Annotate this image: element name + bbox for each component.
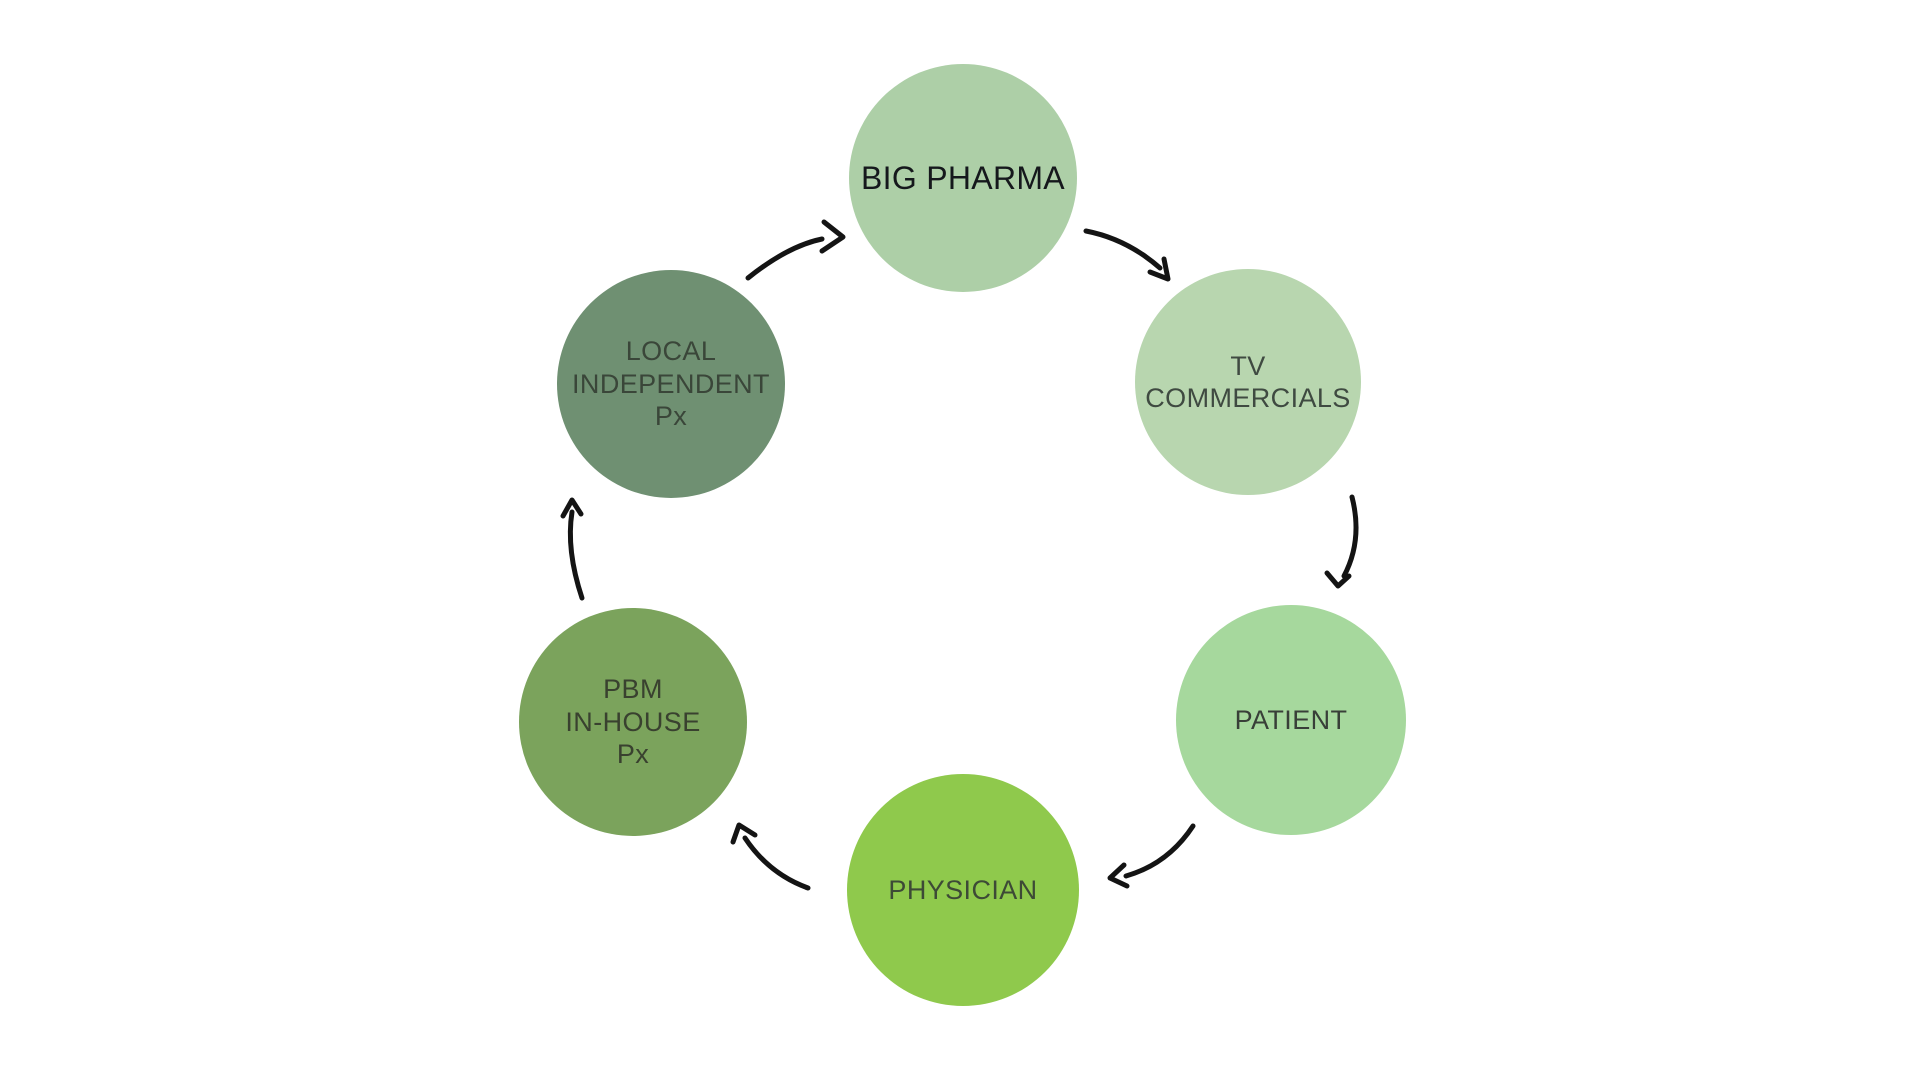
arrow-local-independent-px-to-big-pharma (745, 219, 846, 281)
node-physician-label: PHYSICIAN (888, 874, 1038, 905)
arrow-pbm-in-house-px-to-local-independent-px (560, 497, 585, 601)
node-patient: PATIENT (1176, 605, 1406, 835)
arrow-big-pharma-to-tv-commercials (1083, 228, 1171, 282)
node-big-pharma: BIG PHARMA (849, 64, 1077, 292)
node-tv-commercials-label: TV COMMERCIALS (1145, 350, 1351, 413)
node-patient-label: PATIENT (1234, 704, 1348, 735)
node-big-pharma-label: BIG PHARMA (861, 159, 1065, 196)
node-pbm-in-house-px: PBM IN-HOUSE Px (519, 608, 747, 836)
node-pbm-in-house-px-label: PBM IN-HOUSE Px (565, 674, 701, 770)
arrow-patient-to-physician (1107, 823, 1196, 889)
arrow-physician-to-pbm-in-house-px (730, 822, 811, 891)
node-physician: PHYSICIAN (847, 774, 1079, 1006)
node-local-independent-px: LOCAL INDEPENDENT Px (557, 270, 785, 498)
node-local-independent-px-label: LOCAL INDEPENDENT Px (572, 336, 770, 432)
node-tv-commercials: TV COMMERCIALS (1135, 269, 1361, 495)
arrow-tv-commercials-to-patient (1324, 494, 1359, 589)
